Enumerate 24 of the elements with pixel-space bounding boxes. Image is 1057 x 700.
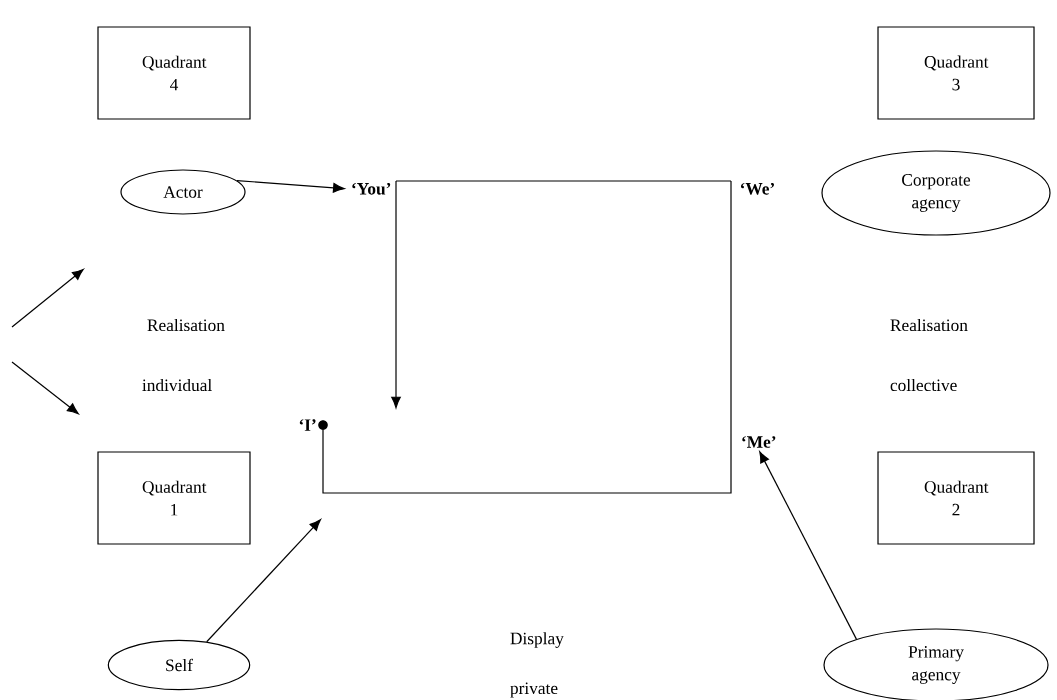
pronoun-label: ‘You’ xyxy=(352,182,391,195)
connector-line xyxy=(322,428,732,494)
arrow xyxy=(236,179,345,193)
text-label: private xyxy=(510,682,558,698)
quadrant-box: Quadrant 3 xyxy=(877,26,1035,120)
connector-line xyxy=(730,180,732,443)
arrow xyxy=(759,451,857,640)
oval-node: Actor xyxy=(120,169,246,215)
connector-line xyxy=(395,180,732,182)
oval-node: Corporate agency xyxy=(821,150,1051,236)
quadrant-box: Quadrant 4 xyxy=(97,26,251,120)
quadrant-box: Quadrant 1 xyxy=(97,451,251,545)
text-label: collective xyxy=(890,378,957,392)
pronoun-label: ‘We’ xyxy=(740,182,774,195)
pronoun-label: ‘I’ xyxy=(299,419,328,431)
text-label: Realisation xyxy=(147,318,225,332)
text-label: individual xyxy=(142,378,212,392)
text-label: Display xyxy=(510,632,564,648)
arrow xyxy=(391,180,401,409)
quadrant-box: Quadrant 2 xyxy=(877,451,1035,545)
oval-node: Self xyxy=(107,639,251,691)
text-label: Realisation xyxy=(890,318,968,332)
pronoun-label: ‘Me’ xyxy=(742,436,776,448)
arrow xyxy=(206,519,322,643)
